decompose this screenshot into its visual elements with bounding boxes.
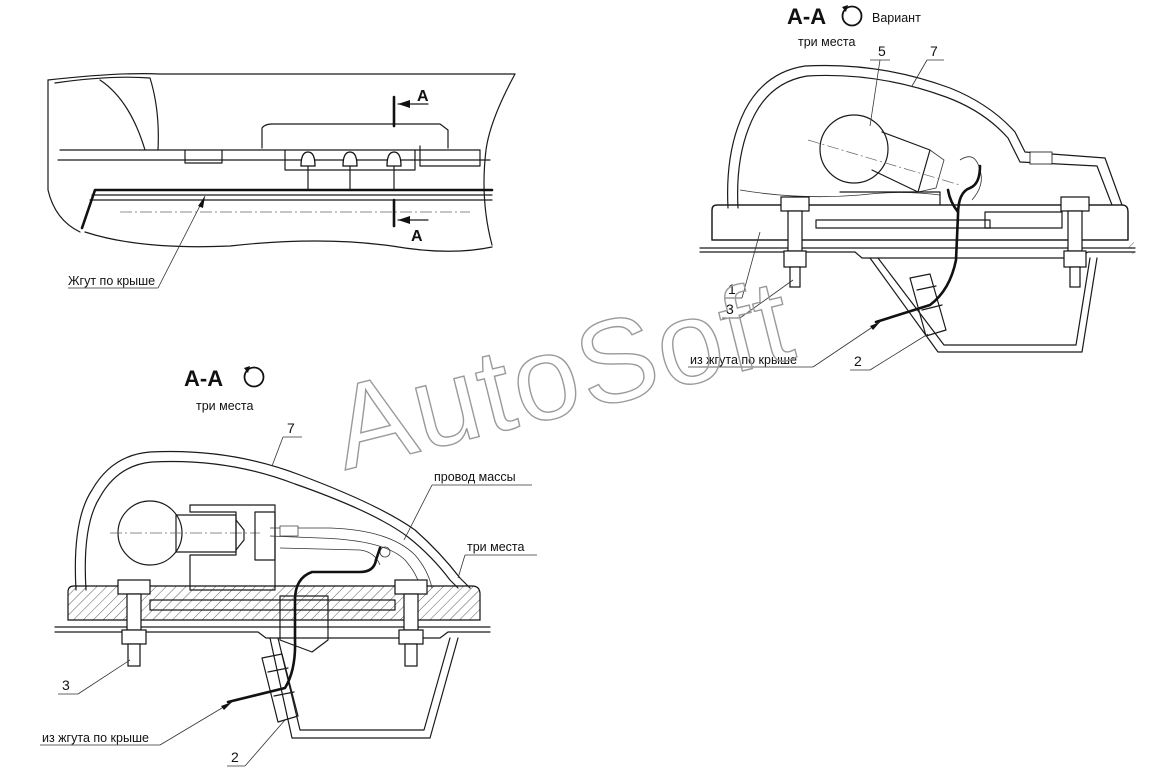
svg-text:2: 2 [854, 353, 862, 369]
marker-light-left [300, 151, 316, 191]
callout-7: 7 [911, 43, 944, 87]
harness-leader: Жгут по крыше [68, 195, 206, 289]
three-places-leader: три места [457, 540, 537, 579]
ground-wire-leader: провод массы [403, 470, 532, 541]
wire-leader-variant: из жгута по крыше [688, 321, 881, 368]
callout-main-2: 2 [227, 719, 286, 767]
rotate-icon [841, 5, 863, 27]
section-main: А-А три места [40, 366, 537, 767]
wire-label-main: из жгута по крыше [42, 731, 149, 745]
section-main-subtitle: три места [196, 399, 254, 413]
three-places-label: три места [467, 540, 525, 554]
grommet-main [261, 653, 299, 723]
svg-text:7: 7 [930, 43, 938, 59]
section-mark-top: А [417, 88, 429, 105]
section-variant-title: А-А [787, 4, 826, 29]
callout-1: 1 [724, 231, 761, 299]
svg-text:7: 7 [287, 420, 295, 436]
marker-light-right [386, 151, 402, 191]
callout-3: 3 [722, 279, 794, 319]
svg-text:5: 5 [878, 43, 886, 59]
variant-label: Вариант [872, 11, 921, 25]
callout-2: 2 [850, 333, 929, 371]
section-main-title: А-А [184, 366, 223, 391]
ground-wire-label: провод массы [434, 470, 516, 484]
svg-text:2: 2 [231, 749, 239, 765]
roof-top-view: А А Жгут по крыше [47, 73, 516, 289]
callout-5: 5 [869, 43, 890, 127]
section-variant: А-А Вариант три места [688, 4, 1136, 371]
section-cut-line-bottom: А [392, 198, 429, 245]
callout-main-7: 7 [271, 420, 302, 467]
callout-main-3: 3 [58, 659, 131, 695]
watermark: AutoSoft [319, 254, 806, 495]
svg-text:3: 3 [726, 301, 734, 317]
bolt-right [1060, 196, 1090, 288]
section-mark-bottom: А [411, 228, 423, 245]
section-variant-subtitle: три места [798, 35, 856, 49]
svg-text:3: 3 [62, 677, 70, 693]
marker-light-middle [342, 151, 358, 191]
grommet-variant [909, 273, 947, 337]
bolt-main-right [394, 579, 428, 667]
wire-leader-main: из жгута по крыше [40, 701, 233, 746]
rotate-icon-main [243, 366, 265, 388]
svg-text:1: 1 [728, 281, 736, 297]
bolt-left [780, 196, 810, 288]
bolt-main-left [117, 579, 151, 667]
wire-label-variant: из жгута по крыше [690, 353, 797, 367]
section-cut-line-top: А [392, 88, 429, 128]
harness-label: Жгут по крыше [68, 274, 155, 288]
